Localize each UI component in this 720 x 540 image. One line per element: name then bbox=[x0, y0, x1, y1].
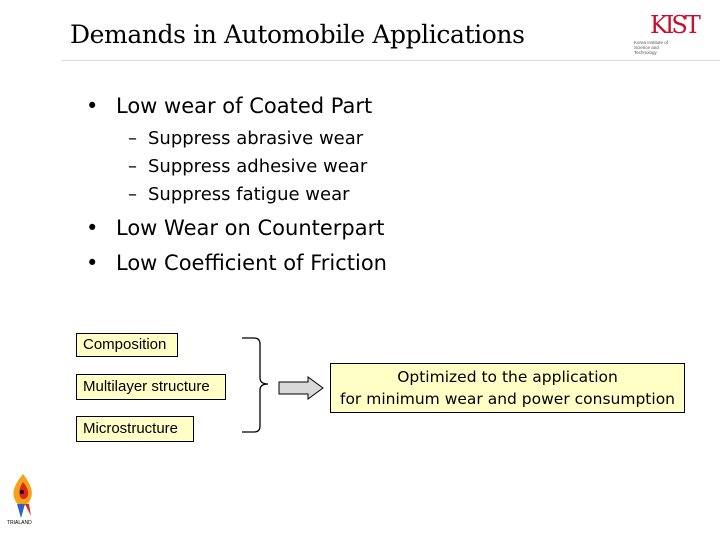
mascot-flame-icon bbox=[13, 474, 32, 518]
result-box: Optimized to the application for minimum… bbox=[330, 363, 685, 413]
factor-box-multilayer: Multilayer structure bbox=[76, 374, 226, 400]
sub-bullet-item: –Suppress abrasive wear bbox=[128, 128, 363, 150]
sub-bullet-text: Suppress abrasive wear bbox=[148, 128, 364, 149]
kist-logo: KIST Korea Institute of Science and Tech… bbox=[622, 10, 701, 56]
sub-bullet-text: Suppress adhesive wear bbox=[148, 156, 368, 177]
sub-bullet-item: –Suppress adhesive wear bbox=[128, 156, 367, 178]
dash-marker: – bbox=[128, 128, 137, 149]
kist-logo-subtitle: Korea Institute of Science and Technolog… bbox=[634, 40, 669, 55]
bullet-text: Low Coefficient of Friction bbox=[116, 251, 387, 275]
dash-marker: – bbox=[128, 184, 137, 205]
bullet-text: Low Wear on Counterpart bbox=[116, 216, 385, 240]
title-underline bbox=[62, 60, 720, 61]
bullet-item: • Low Wear on Counterpart bbox=[86, 216, 384, 240]
bullet-item: • Low Coefficient of Friction bbox=[86, 251, 387, 275]
bullet-item: • Low wear of Coated Part bbox=[86, 94, 372, 118]
right-arrow-icon bbox=[278, 376, 324, 400]
bullet-marker: • bbox=[86, 216, 99, 240]
kist-logo-mark: KIST bbox=[650, 11, 701, 39]
dash-marker: – bbox=[128, 156, 137, 177]
bullet-text: Low wear of Coated Part bbox=[116, 94, 373, 118]
slide-title: Demands in Automobile Applications bbox=[70, 20, 525, 49]
result-line-1: Optimized to the application bbox=[397, 368, 618, 386]
factor-box-microstructure: Microstructure bbox=[76, 416, 194, 442]
grouping-bracket bbox=[242, 337, 269, 433]
bullet-marker: • bbox=[86, 94, 99, 118]
sub-bullet-text: Suppress fatigue wear bbox=[148, 184, 350, 205]
mascot-caption: TRIALAND bbox=[7, 520, 32, 526]
result-line-2: for minimum wear and power consumption bbox=[339, 390, 675, 408]
mascot-logo: TRIALAND bbox=[5, 470, 45, 530]
sub-bullet-item: –Suppress fatigue wear bbox=[128, 184, 350, 206]
factor-box-composition: Composition bbox=[76, 333, 178, 357]
bullet-marker: • bbox=[86, 251, 99, 275]
